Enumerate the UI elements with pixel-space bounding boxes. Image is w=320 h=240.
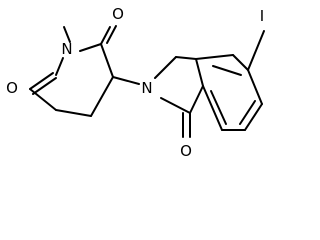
bond [154,56,177,79]
bond [232,54,249,71]
oxygen-label-top: O [112,5,124,23]
iodine-label: I [260,7,264,25]
bond [244,103,263,131]
bond [210,90,227,125]
nitrogen-label-isoindolinone: N [141,79,152,97]
nitrogen-label-piperidine: N [61,40,72,58]
bond [212,65,242,76]
bond [55,57,64,76]
chemical-structure-diagram: O N O N I O [6,5,265,160]
bond [160,97,191,114]
bond [112,76,140,85]
bond [202,85,223,131]
bond [79,43,102,52]
bond [175,56,197,60]
bond [29,72,54,90]
bond [195,54,234,60]
bond [55,109,92,117]
bond [100,43,114,78]
bond [29,88,57,111]
bond-lines [29,25,265,138]
bond [100,26,111,45]
oxygen-label-bottom: O [180,142,192,160]
bond [195,58,204,87]
bond [189,85,204,114]
bond [247,30,265,71]
oxygen-label-left: O [6,79,18,97]
bond [32,77,57,95]
bond [239,100,256,125]
bond [247,69,263,105]
bond [90,76,114,117]
bond [63,26,71,43]
bond [106,25,117,44]
atom-labels: O N O N I O [6,5,264,160]
